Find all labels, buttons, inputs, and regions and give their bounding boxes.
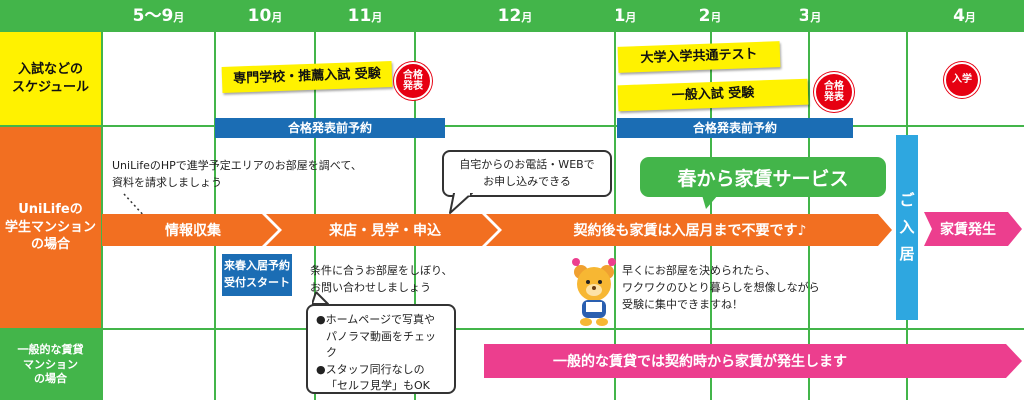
grid-line	[214, 0, 216, 400]
move-in-bar: ご入居	[896, 135, 918, 320]
grid-line	[0, 328, 1024, 330]
general-rent-arrow-shape	[484, 344, 1022, 378]
month-may-sep: 5〜9月	[132, 6, 185, 26]
rent-start-arrow-shape	[924, 212, 1022, 246]
bubble-tail	[449, 193, 473, 214]
month-oct: 10月	[247, 6, 283, 26]
grid-line	[614, 0, 616, 400]
month-feb: 2月	[698, 6, 722, 26]
grid-line	[101, 0, 103, 400]
pre-announce-reservation-bar-2: 合格発表前予約	[617, 118, 853, 138]
senmon-exam-label: 専門学校・推薦入試 受験	[221, 61, 393, 93]
row-label-general: 一般的な賃貸マンションの場合	[0, 330, 101, 400]
general-rent-note: 一般的な賃貸では契約時から家賃が発生します	[553, 354, 847, 370]
pre-announce-reservation-bar-1: 合格発表前予約	[215, 118, 445, 138]
grid-line	[314, 0, 316, 400]
visit-apply-step: 来店・見学・申込	[329, 223, 441, 239]
month-apr: 4月	[953, 6, 976, 26]
mascot-bear-icon	[572, 258, 616, 326]
badge-tail	[702, 195, 718, 209]
self-tour-bubble: ●ホームページで写真や パノラマ動画をチェック ●スタッフ同行なしの 「セルフ見…	[306, 304, 456, 394]
row-label-unilife: UniLifeの学生マンションの場合	[0, 127, 101, 328]
month-mar: 3月	[798, 6, 822, 26]
pass-announce-seal-1: 合格発表	[394, 62, 432, 100]
month-header	[0, 0, 1024, 32]
row-label-schedule: 入試などのスケジュール	[0, 32, 101, 125]
month-jan: 1月	[613, 6, 637, 26]
info-search-note: UniLifeのHPで進学予定エリアのお部屋を調べて、資料を請求しましょう	[112, 159, 362, 190]
grid-line	[0, 125, 1024, 127]
rent-start-step: 家賃発生	[940, 222, 996, 238]
grid-line	[808, 0, 810, 400]
dotted-connector	[123, 193, 147, 219]
entrance-seal: 入学	[944, 62, 980, 98]
info-gathering-step: 情報収集	[165, 223, 221, 239]
month-dec: 12月	[497, 6, 533, 26]
month-nov: 11月	[347, 6, 383, 26]
grid-line	[414, 0, 416, 400]
next-spring-reservation-badge: 来春入居予約受付スタート	[222, 254, 292, 296]
ippan-exam-label: 一般入試 受験	[617, 78, 809, 112]
unilife-flow-arrows	[102, 214, 892, 246]
narrow-rooms-note: 条件に合うお部屋をしぼり、お問い合わせしましょう	[310, 264, 453, 295]
spring-rent-service-badge: 春から家賃サービス	[640, 157, 886, 197]
contract-step: 契約後も家賃は入居月まで不要です♪	[573, 223, 807, 239]
pass-announce-seal-2: 合格発表	[814, 72, 854, 112]
mascot-note: 早くにお部屋を決められたら、 ワクワクのひとり暮らしを想像しながら 受験に集中で…	[622, 264, 820, 312]
kyotsu-test-label: 大学入学共通テスト	[617, 41, 781, 73]
phone-web-bubble: 自宅からのお電話・WEBでお申し込みできる	[442, 150, 612, 197]
